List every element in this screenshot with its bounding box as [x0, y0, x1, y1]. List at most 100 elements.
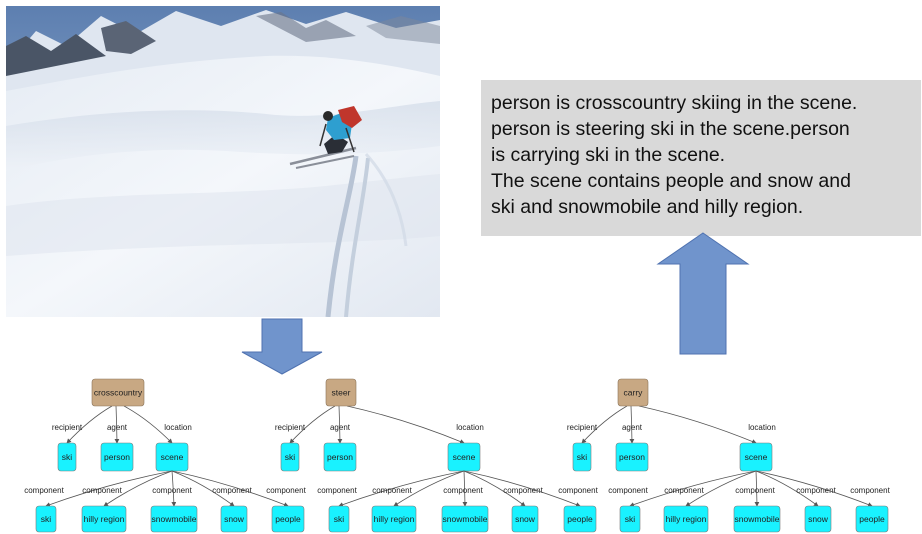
edge-label-component: component — [664, 486, 704, 495]
edge-agent — [629, 405, 635, 444]
edge-label-recipient: recipient — [567, 423, 598, 432]
component-node-label: ski — [334, 514, 345, 524]
component-node-box — [271, 505, 305, 533]
caption-line: is carrying ski in the scene. — [491, 144, 726, 166]
edge-label-component: component — [558, 486, 598, 495]
edge-component — [755, 470, 873, 507]
edge-label-recipient: recipient — [52, 423, 83, 432]
edge-label-component: component — [443, 486, 483, 495]
edge-label-location: location — [748, 423, 776, 432]
edge-component — [462, 470, 468, 507]
edge-label-location: location — [164, 423, 192, 432]
recipient-node-box — [280, 442, 300, 472]
edge-location — [346, 405, 465, 444]
edge-component — [463, 470, 581, 507]
component-node-label: people — [859, 514, 885, 524]
component-node-label: snowmobile — [735, 514, 780, 524]
agent-node-label: person — [619, 452, 645, 462]
component-node-box — [855, 505, 889, 533]
edge-label-component: component — [796, 486, 836, 495]
edge-component — [338, 470, 465, 507]
component-node-box — [563, 505, 597, 533]
component-node-label: snow — [224, 514, 245, 524]
edge-label-component: component — [317, 486, 357, 495]
component-node-box — [804, 505, 832, 533]
edge-component — [171, 470, 177, 507]
location-node-label: scene — [453, 452, 476, 462]
component-node-box — [663, 505, 709, 533]
component-node-box — [35, 505, 57, 533]
component-node-box — [619, 505, 641, 533]
component-node-label: ski — [625, 514, 636, 524]
caption-line: person is steering ski in the scene.pers… — [491, 118, 850, 140]
edge-label-component: component — [152, 486, 192, 495]
edge-component — [463, 470, 526, 507]
component-node-label: people — [567, 514, 593, 524]
component-node-label: hilly region — [374, 514, 415, 524]
edge-label-component: component — [82, 486, 122, 495]
component-node-box — [81, 505, 127, 533]
caption-line: ski and snowmobile and hilly region. — [491, 196, 804, 218]
component-node-label: hilly region — [84, 514, 125, 524]
edge-recipient — [66, 405, 113, 444]
component-node-label: snowmobile — [152, 514, 197, 524]
caption-line: The scene contains people and snow and — [491, 170, 851, 192]
edge-label-component: component — [735, 486, 775, 495]
verb-node-box — [617, 378, 649, 407]
verb-node-box — [325, 378, 357, 407]
recipient-node-box — [57, 442, 77, 472]
edge-label-component: component — [372, 486, 412, 495]
skier-figure — [289, 106, 362, 169]
edge-component — [45, 470, 173, 507]
edge-agent — [337, 405, 343, 444]
edge-label-component: component — [24, 486, 64, 495]
scene-graphs: crosscountry recipient agent location ski per… — [24, 378, 891, 533]
component-node-label: snow — [515, 514, 536, 524]
edge-recipient — [289, 405, 336, 444]
agent-node-label: person — [104, 452, 130, 462]
recipient-node-box — [572, 442, 592, 472]
verb-node-label: carry — [624, 388, 644, 398]
edge-component — [171, 470, 289, 507]
edge-component — [755, 470, 819, 507]
skier-photo — [6, 6, 440, 317]
component-node-box — [441, 505, 489, 533]
edge-location — [638, 405, 757, 444]
edge-location — [123, 405, 173, 444]
edge-label-agent: agent — [330, 423, 351, 432]
location-node-label: scene — [745, 452, 768, 462]
edge-component — [754, 470, 760, 507]
verb-node-label: steer — [332, 388, 351, 398]
edge-component — [393, 470, 465, 507]
edge-component — [103, 470, 173, 507]
edge-component — [685, 470, 757, 507]
component-node-box — [150, 505, 198, 533]
edge-recipient — [581, 405, 628, 444]
recipient-node-label: ski — [285, 452, 296, 462]
agent-node-label: person — [327, 452, 353, 462]
recipient-node-label: ski — [62, 452, 73, 462]
agent-node-box — [615, 442, 649, 472]
down-arrow-icon — [241, 318, 323, 375]
verb-node-label: crosscountry — [94, 388, 143, 398]
component-node-box — [328, 505, 350, 533]
edge-label-component: component — [212, 486, 252, 495]
verb-node-box — [91, 378, 145, 407]
edge-component — [171, 470, 235, 507]
caption-line: person is crosscountry skiing in the sce… — [491, 92, 858, 114]
agent-node-box — [323, 442, 357, 472]
component-node-label: hilly region — [666, 514, 707, 524]
edge-label-component: component — [266, 486, 306, 495]
component-node-box — [511, 505, 539, 533]
agent-node-box — [100, 442, 134, 472]
edge-label-agent: agent — [622, 423, 643, 432]
edge-label-location: location — [456, 423, 484, 432]
caption-box: person is crosscountry skiing in the sce… — [481, 80, 921, 236]
edge-label-component: component — [608, 486, 648, 495]
edge-component — [629, 470, 757, 507]
component-node-label: snow — [808, 514, 829, 524]
component-node-box — [220, 505, 248, 533]
location-node-label: scene — [161, 452, 184, 462]
recipient-node-label: ski — [577, 452, 588, 462]
skier-photo-drawing — [6, 6, 440, 317]
